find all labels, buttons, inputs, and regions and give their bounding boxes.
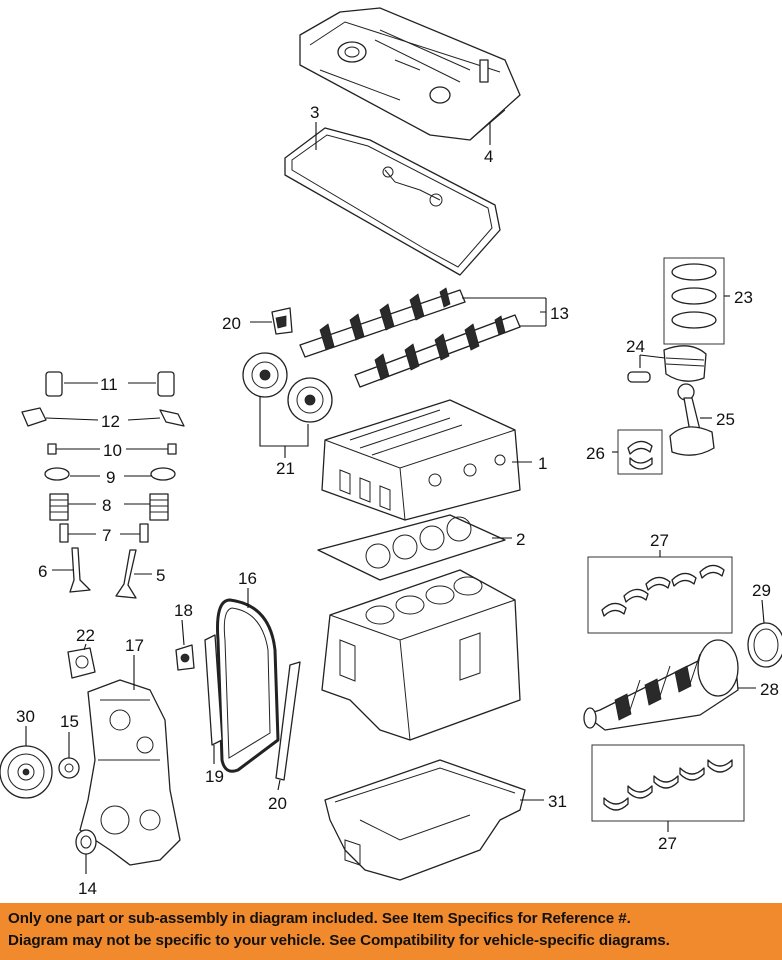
callout-7: 7 [102,526,111,545]
callout-6: 6 [38,562,47,581]
lash-adjusters [45,371,175,397]
callout-17: 17 [125,636,144,655]
callout-16: 16 [238,569,257,588]
callout-4: 4 [484,147,493,166]
crankshaft [583,639,739,731]
callout-27-top: 27 [650,531,669,550]
callout-19: 19 [205,767,224,786]
valve-springs [49,493,169,521]
callout-12: 12 [101,412,120,431]
crankshaft-pulley [0,745,53,799]
notice-line-1: Only one part or sub-assembly in diagram… [8,910,631,927]
callout-30: 30 [16,707,35,726]
camshaft-position-sensor [271,307,293,335]
callout-3: 3 [310,103,319,122]
callout-22: 22 [76,626,95,645]
engine-parts-diagram: 1 2 3 4 5 6 7 8 9 10 11 12 13 14 15 16 1… [0,7,782,898]
callout-1: 1 [538,454,547,473]
callout-31: 31 [548,792,567,811]
callout-28: 28 [760,680,779,699]
camshaft-phasers [242,352,333,423]
callout-18: 18 [174,601,193,620]
valve-spring-retainers [44,467,176,481]
valve-cover [299,7,521,141]
valves [69,547,137,599]
front-crankshaft-seal [75,829,97,855]
leader-lines [25,122,765,874]
crankshaft-sprocket [58,757,80,779]
notice-banner: Only one part or sub-assembly in diagram… [0,903,782,960]
callout-13: 13 [550,304,569,323]
callout-23: 23 [734,288,753,307]
callout-5: 5 [156,566,165,585]
oil-pan [324,759,526,881]
callout-14: 14 [78,879,97,898]
notice-line-2: Diagram may not be specific to your vehi… [8,932,670,949]
callout-20-top: 20 [222,314,241,333]
oil-control-valve [67,647,96,679]
camshafts [299,287,521,388]
valve-stem-seals [59,523,149,543]
callout-21: 21 [276,459,295,478]
main-bearings-lower [591,744,745,822]
tensioner-guide [204,634,223,746]
connecting-rod [669,383,715,456]
valve-cover-gasket [284,127,501,276]
piston-rings [663,257,725,345]
callout-10: 10 [103,441,122,460]
cylinder-head [321,399,521,521]
callout-11: 11 [100,375,118,394]
rear-main-seal [747,622,782,668]
callout-9: 9 [106,468,115,487]
rocker-arms [21,407,185,427]
timing-chain [216,598,280,773]
piston [627,345,707,383]
callout-8: 8 [102,496,111,515]
chain-tensioner [175,644,195,671]
callout-labels: 1 2 3 4 5 6 7 8 9 10 11 12 13 14 15 16 1… [16,103,779,898]
engine-block [321,569,521,741]
callout-26: 26 [586,444,605,463]
callout-15: 15 [60,712,79,731]
timing-cover [79,679,181,866]
callout-27-bottom: 27 [658,834,677,853]
main-bearings-upper [587,556,733,634]
callout-20-bottom: 20 [268,794,287,813]
timing-chain-guide [275,661,301,781]
rod-bearing [617,429,663,475]
callout-25: 25 [716,410,735,429]
callout-24: 24 [626,337,645,356]
head-gasket [317,514,506,581]
callout-29: 29 [752,581,771,600]
callout-2: 2 [516,530,525,549]
